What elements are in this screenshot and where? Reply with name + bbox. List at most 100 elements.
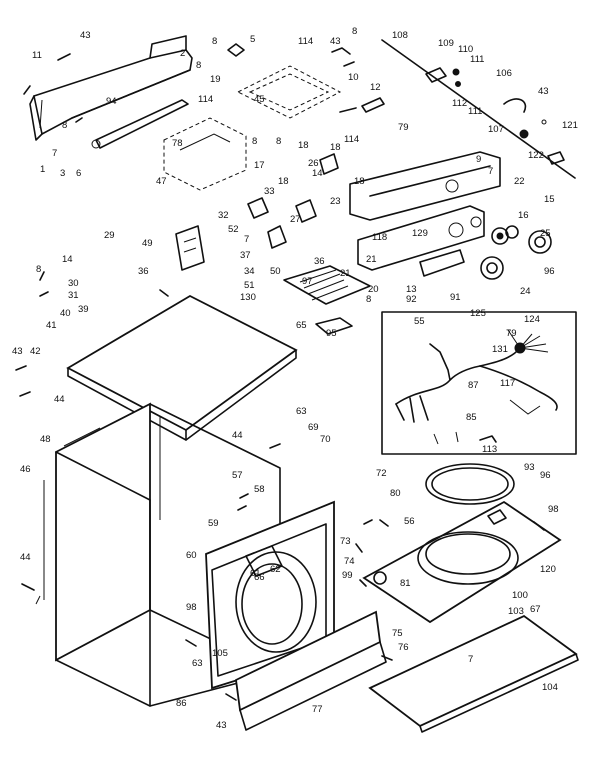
callout: 131 xyxy=(492,344,508,355)
callout: 11 xyxy=(32,50,42,61)
callout: 97 xyxy=(302,276,313,287)
callout: 43 xyxy=(538,86,549,97)
callout: 7 xyxy=(244,234,249,245)
callout: 32 xyxy=(218,210,229,221)
callout: 44 xyxy=(54,394,65,405)
callout: 60 xyxy=(186,550,197,561)
callout: 122 xyxy=(528,150,544,161)
callout: 72 xyxy=(376,468,387,479)
callout: 26 xyxy=(308,158,319,169)
callout: 63 xyxy=(192,658,203,669)
callout: 33 xyxy=(264,186,275,197)
callout: 96 xyxy=(540,470,551,481)
callout: 7 xyxy=(52,148,57,159)
callout: 114 xyxy=(344,134,359,145)
callout: 20 xyxy=(368,284,379,295)
callout: 96 xyxy=(544,266,555,277)
callout: 73 xyxy=(340,536,351,547)
wiring-harness-inset xyxy=(381,311,577,455)
callout: 8 xyxy=(276,136,281,147)
callout: 87 xyxy=(468,380,479,391)
callout: 18 xyxy=(354,176,365,187)
callout: 8 xyxy=(196,60,201,71)
callout: 94 xyxy=(106,96,117,107)
bottom-access-panel xyxy=(368,614,579,733)
callout: 1 xyxy=(40,164,45,175)
callout: 66 xyxy=(254,572,265,583)
callout: 40 xyxy=(60,308,71,319)
callout: 110 xyxy=(458,44,473,55)
callout: 104 xyxy=(542,682,558,693)
callout: 14 xyxy=(62,254,73,265)
callout: 67 xyxy=(530,604,541,615)
top-panel xyxy=(66,294,298,441)
callout: 77 xyxy=(312,704,323,715)
callout: 21 xyxy=(340,268,351,279)
callout: 47 xyxy=(156,176,167,187)
callout: 95 xyxy=(326,328,337,339)
callout: 98 xyxy=(548,504,559,515)
callout: 105 xyxy=(212,648,228,659)
callout: 8 xyxy=(252,136,257,147)
callout: 44 xyxy=(232,430,243,441)
callout: 8 xyxy=(36,264,41,275)
callout: 59 xyxy=(208,518,219,529)
callout: 8 xyxy=(366,294,371,305)
callout: 75 xyxy=(392,628,403,639)
callout: 8 xyxy=(352,26,357,37)
callout: 79 xyxy=(506,328,517,339)
callout: 111 xyxy=(468,106,482,117)
lint-filter-97 xyxy=(283,265,371,335)
callout: 109 xyxy=(438,38,454,49)
callout: 80 xyxy=(390,488,401,499)
callout: 56 xyxy=(404,516,415,527)
door-panel xyxy=(362,500,562,624)
callout: 86 xyxy=(176,698,187,709)
callout: 12 xyxy=(370,82,381,93)
console-bar xyxy=(91,99,189,149)
callout: 69 xyxy=(308,422,319,433)
callout: 125 xyxy=(470,308,486,319)
callout: 52 xyxy=(228,224,239,235)
top-right-frame-line xyxy=(381,39,576,179)
callout: 120 xyxy=(540,564,556,575)
callout: 5 xyxy=(250,34,255,45)
callout: 129 xyxy=(412,228,428,239)
callout: 114 xyxy=(198,94,213,105)
callout: 48 xyxy=(40,434,51,445)
callout: 23 xyxy=(330,196,341,207)
misc-screws xyxy=(15,271,545,701)
callout: 30 xyxy=(68,278,79,289)
callout: 76 xyxy=(398,642,409,653)
callout: 91 xyxy=(450,292,461,303)
callout: 111 xyxy=(470,54,484,65)
callout: 37 xyxy=(240,250,251,261)
callout: 113 xyxy=(482,444,497,455)
callout: 2 xyxy=(180,48,185,59)
callout: 55 xyxy=(414,316,425,327)
cabinet xyxy=(35,402,281,707)
callout: 31 xyxy=(68,290,79,301)
callout: 44 xyxy=(20,552,31,563)
callout: 22 xyxy=(514,176,525,187)
callout: 51 xyxy=(244,280,255,291)
callout: 7 xyxy=(468,654,473,665)
callout: 99 xyxy=(342,570,353,581)
callout: 6 xyxy=(76,168,81,179)
callout: 49 xyxy=(142,238,153,249)
callout: 36 xyxy=(138,266,149,277)
callout: 61 xyxy=(250,568,261,579)
callout: 8 xyxy=(62,120,67,131)
toe-panel xyxy=(235,610,387,731)
callout: 112 xyxy=(452,98,467,109)
callout: 81 xyxy=(400,578,411,589)
callout: 62 xyxy=(270,564,281,575)
callout: 42 xyxy=(30,346,41,357)
callout: 103 xyxy=(508,606,524,617)
callout: 10 xyxy=(348,72,359,83)
callout-labels: 43 11 2 8 8 5 114 43 8 19 45 10 12 94 11… xyxy=(12,26,578,731)
bracket-78 xyxy=(163,117,247,191)
callout: 34 xyxy=(244,266,255,277)
callout: 24 xyxy=(520,286,531,297)
callout: 65 xyxy=(296,320,307,331)
